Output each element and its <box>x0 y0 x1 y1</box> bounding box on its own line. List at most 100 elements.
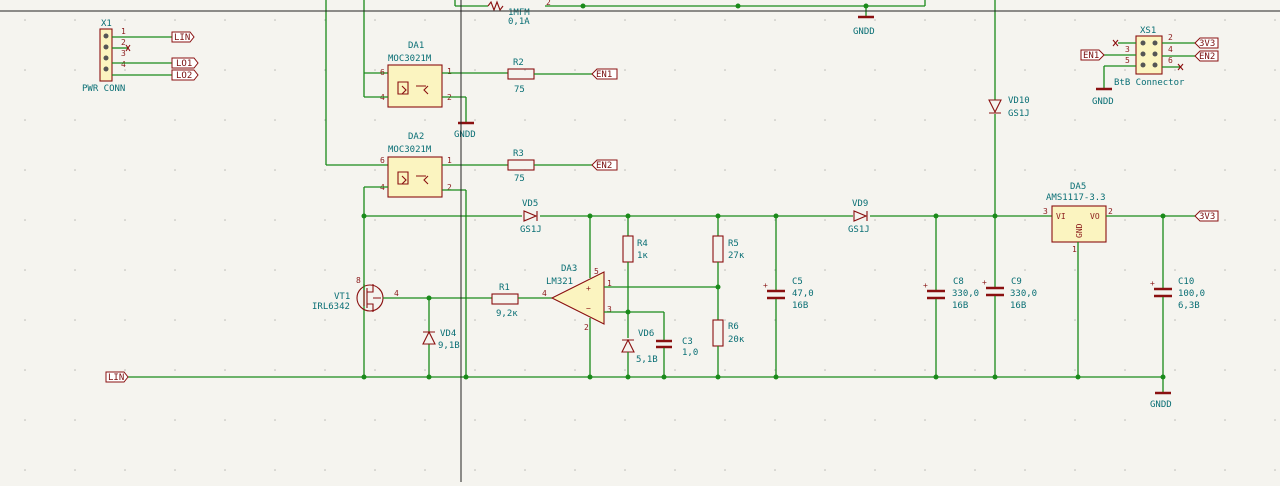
svg-text:DA3: DA3 <box>561 264 577 274</box>
resistor-r1[interactable]: R1 9,2к <box>491 283 552 319</box>
da1-value: MOC3021M <box>388 54 432 64</box>
fuse-value-a: 1MFM <box>508 8 530 18</box>
capacitor-c5[interactable]: + C5 47,0 16В <box>763 216 814 377</box>
svg-text:75: 75 <box>514 85 525 95</box>
svg-text:100,0: 100,0 <box>1178 289 1205 299</box>
svg-text:C3: C3 <box>682 337 693 347</box>
diode-vd9[interactable]: VD9 GS1J <box>848 199 870 235</box>
svg-text:3V3: 3V3 <box>1199 212 1215 222</box>
svg-text:−: − <box>586 304 591 313</box>
svg-text:4: 4 <box>1168 45 1173 54</box>
top-fuse: 2 1MFM 0,1A GNDD <box>454 0 926 37</box>
svg-text:5: 5 <box>1125 56 1130 65</box>
svg-text:R2: R2 <box>513 58 524 68</box>
capacitor-c10[interactable]: + GNDD C10 100,0 6,3В <box>1150 216 1205 410</box>
net-label-en1-b[interactable]: EN1 <box>1080 49 1105 61</box>
gnd-label-c10: GNDD <box>1150 400 1172 410</box>
svg-text:C8: C8 <box>953 277 964 287</box>
svg-text:5,1В: 5,1В <box>636 355 658 365</box>
gnd-label-top: GNDD <box>853 27 875 37</box>
svg-text:1: 1 <box>447 156 452 165</box>
net-label-en1-a[interactable]: EN1 <box>591 68 618 80</box>
diode-vd5[interactable]: VD5 GS1J <box>520 199 542 235</box>
opamp-da3[interactable]: DA3 LM321 4 1 3 5 2 + − <box>542 216 718 377</box>
net-label-3v3-bottom[interactable]: 3V3 <box>1194 210 1219 222</box>
svg-text:VD5: VD5 <box>522 199 538 209</box>
net-label-en2-b[interactable]: EN2 <box>1194 50 1219 62</box>
da1-ref: DA1 <box>408 41 424 51</box>
capacitor-c8[interactable]: + C8 330,0 16В <box>923 216 979 377</box>
gnd-label-da1: GNDD <box>454 130 476 140</box>
resistor-r2[interactable]: R2 75 <box>507 58 592 95</box>
diode-vd4[interactable]: VD4 9,1В <box>422 298 460 377</box>
svg-text:+: + <box>763 281 768 290</box>
gnd-label-xs1: GNDD <box>1092 97 1114 107</box>
svg-text:EN2: EN2 <box>1199 52 1215 62</box>
svg-text:3: 3 <box>1043 207 1048 216</box>
svg-text:GND: GND <box>1075 223 1084 238</box>
resistor-r3[interactable]: R3 75 <box>507 149 592 184</box>
net-label-lo2[interactable]: LO2 <box>171 69 199 81</box>
svg-text:2: 2 <box>121 38 126 47</box>
svg-text:VI: VI <box>1056 212 1066 221</box>
svg-text:6: 6 <box>380 68 385 77</box>
fuse-value-b: 0,1A <box>508 17 530 27</box>
svg-text:2: 2 <box>584 323 589 332</box>
svg-text:R3: R3 <box>513 149 524 159</box>
resistor-r6[interactable]: R6 20к <box>712 319 745 377</box>
ic-da1[interactable]: DA1 MOC3021M 6 4 1 2 GNDD <box>363 41 508 140</box>
diode-vd6[interactable]: VD6 5,1В <box>621 329 658 377</box>
svg-text:16В: 16В <box>1010 301 1026 311</box>
regulator-da5[interactable]: DA5 AMS1117-3.3 VI VO GND 3 2 1 <box>1043 182 1195 377</box>
resistor-r5[interactable]: R5 27к <box>712 216 745 320</box>
svg-text:+: + <box>923 281 928 290</box>
svg-text:R4: R4 <box>637 239 648 249</box>
svg-text:VT1: VT1 <box>334 292 350 302</box>
resistor-r4[interactable]: R4 1к <box>622 216 648 338</box>
svg-text:VO: VO <box>1090 212 1100 221</box>
svg-text:LM321: LM321 <box>546 277 573 287</box>
svg-text:2: 2 <box>546 0 551 7</box>
net-label-lin-bottom[interactable]: LIN <box>105 371 129 383</box>
svg-text:1,0: 1,0 <box>682 348 698 358</box>
diode-vd10[interactable]: VD10 GS1J <box>988 96 1030 119</box>
svg-text:16В: 16В <box>952 301 968 311</box>
svg-text:4: 4 <box>121 60 126 69</box>
transistor-vt1[interactable]: VT1 IRL6342 8 4 <box>312 276 492 312</box>
svg-text:330,0: 330,0 <box>952 289 979 299</box>
svg-text:R6: R6 <box>728 322 739 332</box>
svg-text:C5: C5 <box>792 277 803 287</box>
ic-da2[interactable]: DA2 MOC3021M 6 4 1 2 <box>364 132 508 377</box>
svg-text:DA5: DA5 <box>1070 182 1086 192</box>
svg-text:6,3В: 6,3В <box>1178 301 1200 311</box>
net-label-lin-top[interactable]: LIN <box>171 31 195 43</box>
net-label-3v3-top[interactable]: 3V3 <box>1194 37 1219 49</box>
svg-text:27к: 27к <box>728 251 745 261</box>
connector-xs1[interactable]: XS1 BtB Connector 2 3 4 5 6 GNDD <box>1092 26 1195 107</box>
svg-text:+: + <box>982 278 987 287</box>
svg-text:47,0: 47,0 <box>792 289 814 299</box>
capacitor-c9[interactable]: + C9 330,0 16В <box>982 277 1037 377</box>
svg-text:LO1: LO1 <box>176 59 192 69</box>
svg-text:GS1J: GS1J <box>520 225 542 235</box>
svg-text:GS1J: GS1J <box>1008 109 1030 119</box>
net-label-lo1[interactable]: LO1 <box>171 57 199 69</box>
svg-text:4: 4 <box>394 289 399 298</box>
svg-text:3V3: 3V3 <box>1199 39 1215 49</box>
svg-text:3: 3 <box>121 49 126 58</box>
svg-text:XS1: XS1 <box>1140 26 1156 36</box>
svg-text:IRL6342: IRL6342 <box>312 302 350 312</box>
svg-text:DA2: DA2 <box>408 132 424 142</box>
connector-x1[interactable]: X1 PWR CONN 1 2 3 4 <box>82 19 172 94</box>
svg-text:VD9: VD9 <box>852 199 868 209</box>
net-label-en2-a[interactable]: EN2 <box>591 159 618 171</box>
svg-text:C9: C9 <box>1011 277 1022 287</box>
svg-text:VD4: VD4 <box>440 329 456 339</box>
svg-text:EN1: EN1 <box>1083 51 1099 61</box>
svg-text:GS1J: GS1J <box>848 225 870 235</box>
x1-value: PWR CONN <box>82 84 125 94</box>
svg-text:LIN: LIN <box>174 33 190 43</box>
capacitor-c3[interactable]: C3 1,0 <box>656 312 698 377</box>
